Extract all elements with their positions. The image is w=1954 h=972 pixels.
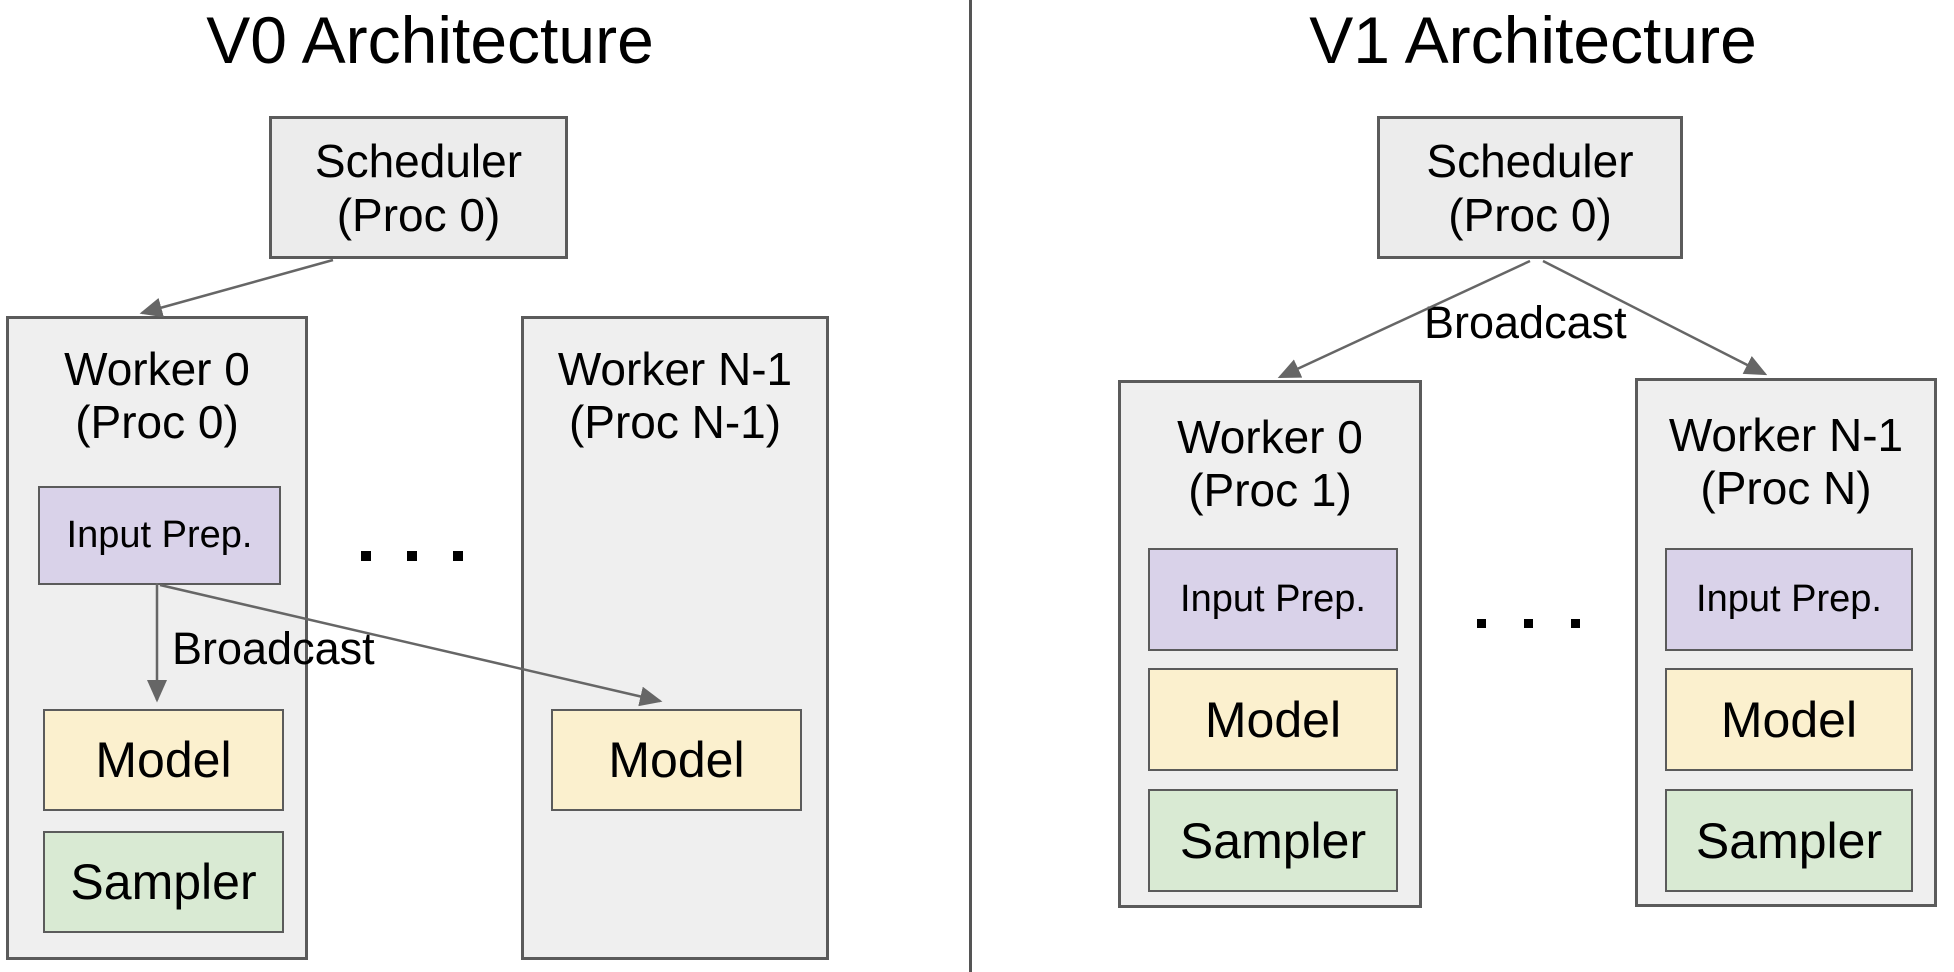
dot-icon <box>407 551 417 561</box>
v0-worker0-sampler-box: Sampler <box>43 831 284 933</box>
v1-worker0-box: Worker 0 (Proc 1) Input Prep. Model Samp… <box>1118 380 1422 908</box>
v0-workerN-model-box: Model <box>551 709 802 811</box>
v1-ellipsis-dots <box>1477 619 1580 628</box>
v1-scheduler-line1: Scheduler <box>1426 134 1634 187</box>
v0-worker0-input-prep-label: Input Prep. <box>66 514 253 556</box>
dot-icon <box>1571 619 1580 628</box>
v0-ellipsis-dots <box>361 551 463 561</box>
v1-scheduler-line2: (Proc 0) <box>1448 188 1612 241</box>
v0-workerN-line2: (Proc N-1) <box>568 396 782 448</box>
v0-worker0-line1: Worker 0 <box>64 343 250 395</box>
v0-workerN-model-label: Model <box>608 732 745 788</box>
v1-workerN-input-prep-label: Input Prep. <box>1696 578 1882 620</box>
v1-title: V1 Architecture <box>1309 3 1757 77</box>
v1-scheduler-box: Scheduler (Proc 0) <box>1377 116 1683 259</box>
v1-workerN-model-box: Model <box>1665 668 1913 771</box>
v0-worker0-line2: (Proc 0) <box>75 396 239 448</box>
v1-workerN-sampler-box: Sampler <box>1665 789 1913 892</box>
v1-workerN-line1: Worker N-1 <box>1668 409 1904 461</box>
v1-worker0-model-label: Model <box>1204 691 1342 748</box>
v0-worker0-sampler-label: Sampler <box>70 854 257 910</box>
dot-icon <box>453 551 463 561</box>
v1-workerN-model-label: Model <box>1720 691 1858 748</box>
v1-workerN-input-prep-box: Input Prep. <box>1665 548 1913 651</box>
v0-worker0-input-prep-box: Input Prep. <box>38 486 281 585</box>
dot-icon <box>1524 619 1533 628</box>
v1-worker0-line1: Worker 0 <box>1177 411 1363 463</box>
v1-worker0-line2: (Proc 1) <box>1188 464 1352 516</box>
v0-scheduler-line1: Scheduler <box>314 134 523 187</box>
v1-workerN-sampler-label: Sampler <box>1695 812 1883 869</box>
v1-broadcast-label: Broadcast <box>1424 297 1627 348</box>
v1-workerN-box: Worker N-1 (Proc N) Input Prep. Model Sa… <box>1635 378 1937 907</box>
panel-divider <box>969 0 972 972</box>
v0-scheduler-line2: (Proc 0) <box>336 188 501 241</box>
v0-broadcast-label: Broadcast <box>172 623 375 674</box>
dot-icon <box>1477 619 1486 628</box>
v1-worker0-input-prep-label: Input Prep. <box>1180 578 1366 620</box>
v0-scheduler-box: Scheduler (Proc 0) <box>269 116 568 259</box>
v0-title: V0 Architecture <box>206 3 654 77</box>
v1-worker0-sampler-label: Sampler <box>1179 812 1367 869</box>
v0-scheduler-to-worker0-arrow <box>139 258 334 318</box>
dot-icon <box>361 551 371 561</box>
v1-worker0-model-box: Model <box>1148 668 1398 771</box>
v0-workerN-box: Worker N-1 (Proc N-1) Model <box>521 316 829 960</box>
v1-worker0-input-prep-box: Input Prep. <box>1148 548 1398 651</box>
v1-worker0-sampler-box: Sampler <box>1148 789 1398 892</box>
v1-workerN-line2: (Proc N) <box>1700 462 1872 514</box>
v0-worker0-model-label: Model <box>95 732 232 788</box>
v0-worker0-model-box: Model <box>43 709 284 811</box>
v0-workerN-line1: Worker N-1 <box>557 343 793 395</box>
